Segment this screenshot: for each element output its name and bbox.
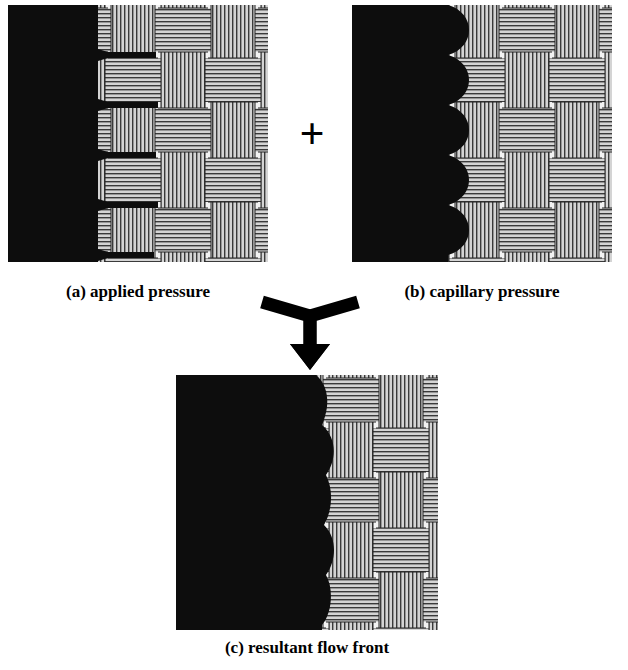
fabric-panel-art (352, 5, 612, 262)
arrow-shaft (262, 302, 310, 346)
fabric-panel: (b) capillary pressure (352, 5, 612, 302)
fabric-panel-art (176, 375, 438, 630)
fabric-panel: (c) resultant flow front (176, 370, 438, 658)
panel-caption: (a) applied pressure (8, 282, 268, 302)
plus-sign: + (292, 112, 332, 156)
fabric-panel: (a) applied pressure (8, 5, 268, 302)
arrow-head (290, 344, 330, 370)
panel-caption: (c) resultant flow front (176, 638, 438, 658)
arrow-head (290, 344, 330, 370)
merge-arrow (290, 302, 358, 370)
arrow-shaft (310, 302, 358, 346)
panel-caption: (b) capillary pressure (352, 282, 612, 302)
fabric-panel-art (8, 5, 268, 262)
